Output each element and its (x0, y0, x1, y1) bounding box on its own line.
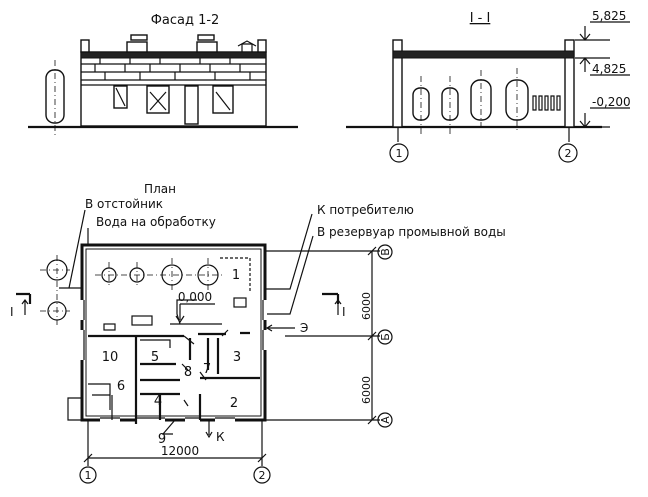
svg-text:1: 1 (396, 147, 403, 160)
room-1: 1 (232, 268, 240, 283)
facade-view: Фасад 1-2 (28, 13, 298, 135)
dim-span-lower: 6000 (360, 376, 373, 404)
facade-title: Фасад 1-2 (151, 13, 220, 28)
section-mark-left: I (10, 305, 14, 319)
elevation-roof: 4,825 (592, 62, 626, 76)
elevation-ground: -0,200 (592, 95, 631, 109)
section-mark-right: I (342, 305, 346, 319)
room-7: 7 (203, 362, 211, 377)
svg-text:1: 1 (85, 469, 92, 482)
dim-width: 12000 (161, 444, 199, 458)
room-2: 2 (230, 396, 238, 411)
tank-group (412, 68, 561, 134)
room-4: 4 (154, 394, 162, 409)
electric-label: Э (300, 321, 308, 335)
room-3: 3 (233, 350, 241, 365)
axis-marker-2-plan (253, 466, 271, 484)
plan-title: План (144, 182, 176, 196)
axis-marker-1 (389, 143, 409, 163)
room-8: 8 (184, 365, 192, 380)
floor-elevation: 0,000 (178, 290, 212, 304)
room-5: 5 (151, 350, 159, 365)
svg-text:2: 2 (565, 147, 572, 160)
plan-view: План В отстойник Вода на обработку К пот… (10, 182, 506, 484)
dim-span-upper: 6000 (360, 292, 373, 320)
label-to-settler: В отстойник (85, 197, 163, 211)
elevation-top: 5,825 (592, 9, 626, 23)
svg-text:2: 2 (259, 469, 266, 482)
axis-marker-v (377, 244, 393, 260)
room-6: 6 (117, 379, 125, 394)
section-title: I - I (470, 11, 491, 26)
axis-marker-2 (558, 143, 578, 163)
label-to-wash-reservoir: В резервуар промывной воды (317, 225, 506, 239)
sewer-label: К (216, 430, 225, 444)
axis-marker-a (377, 412, 393, 428)
svg-text:Б: Б (379, 333, 392, 341)
axis-marker-b (377, 329, 393, 345)
room-9: 9 (158, 432, 166, 447)
room-10: 10 (102, 350, 119, 365)
label-to-consumer: К потребителю (317, 203, 414, 217)
section-view: I - I 1 2 5,825 4,825 -0,200 (346, 9, 631, 163)
svg-text:В: В (379, 248, 392, 256)
svg-text:А: А (379, 416, 392, 424)
label-water-to-treatment: Вода на обработку (96, 215, 216, 229)
axis-marker-1-plan (79, 466, 97, 484)
